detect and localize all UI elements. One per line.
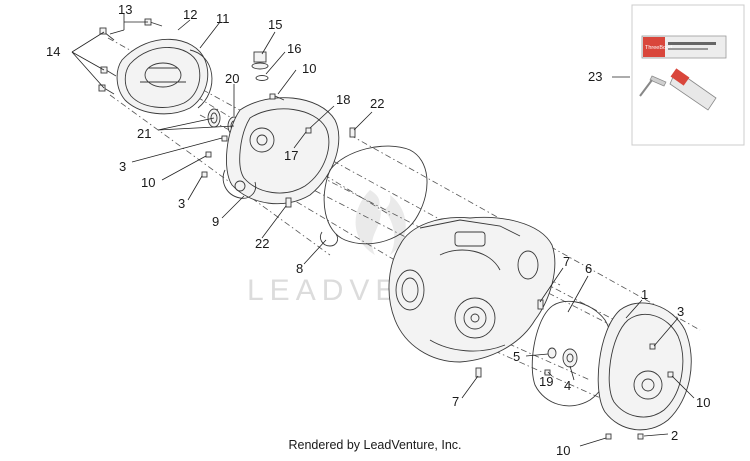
callout-3-lower: 3 [178, 196, 185, 211]
ignition-cover-gasket-part [531, 300, 613, 407]
clutch-cover-part [116, 38, 213, 115]
callout-8: 8 [296, 261, 303, 276]
callout-10-bottom: 10 [556, 443, 570, 458]
callout-10-top: 10 [302, 61, 316, 76]
small-bolts-part [201, 93, 356, 208]
callout-3-left: 3 [119, 159, 126, 174]
watermark-flame-logo [355, 190, 406, 255]
sealant-box-image: ThreeBond [639, 35, 727, 111]
callout-2: 2 [671, 428, 678, 443]
callout-20: 20 [225, 71, 239, 86]
callout-22-top: 22 [370, 96, 384, 111]
engine-crankcase-part [388, 216, 556, 363]
callout-5: 5 [513, 349, 520, 364]
clutch-cover-gasket-part [319, 145, 428, 247]
sealant-brand-label: ThreeBond [645, 45, 672, 51]
callout-16: 16 [287, 41, 301, 56]
ignition-cover-part [597, 302, 692, 431]
callout-9: 9 [212, 214, 219, 229]
leader-lines [71, 14, 695, 447]
callout-11: 11 [216, 11, 230, 26]
callout-10-right: 10 [696, 395, 710, 410]
callout-4: 4 [564, 378, 571, 393]
callout-19: 19 [539, 374, 553, 389]
crank-seal-part [544, 347, 578, 376]
callout-23: 23 [588, 69, 602, 84]
filler-plug-part [251, 51, 269, 81]
callout-1: 1 [641, 287, 648, 302]
callout-numbers: 13 12 11 14 15 16 10 20 21 18 17 22 3 10… [46, 2, 710, 458]
callout-14: 14 [46, 44, 60, 59]
callout-13: 13 [118, 2, 132, 17]
callout-6: 6 [585, 261, 592, 276]
inner-clutch-cover-part [222, 97, 340, 205]
callout-17: 17 [284, 148, 298, 163]
ignition-cover-bolts-part [475, 299, 674, 440]
callout-12: 12 [183, 7, 197, 22]
callout-3-right: 3 [677, 304, 684, 319]
sealant-inset-box: ThreeBond [631, 4, 745, 146]
callout-21: 21 [137, 126, 151, 141]
callout-15: 15 [268, 17, 282, 32]
callout-22-bottom: 22 [255, 236, 269, 251]
callout-10-left: 10 [141, 175, 155, 190]
callout-18: 18 [336, 92, 350, 107]
render-credit-footer: Rendered by LeadVenture, Inc. [288, 438, 462, 452]
callout-7-top: 7 [563, 254, 570, 269]
callout-7-bottom: 7 [452, 394, 459, 409]
